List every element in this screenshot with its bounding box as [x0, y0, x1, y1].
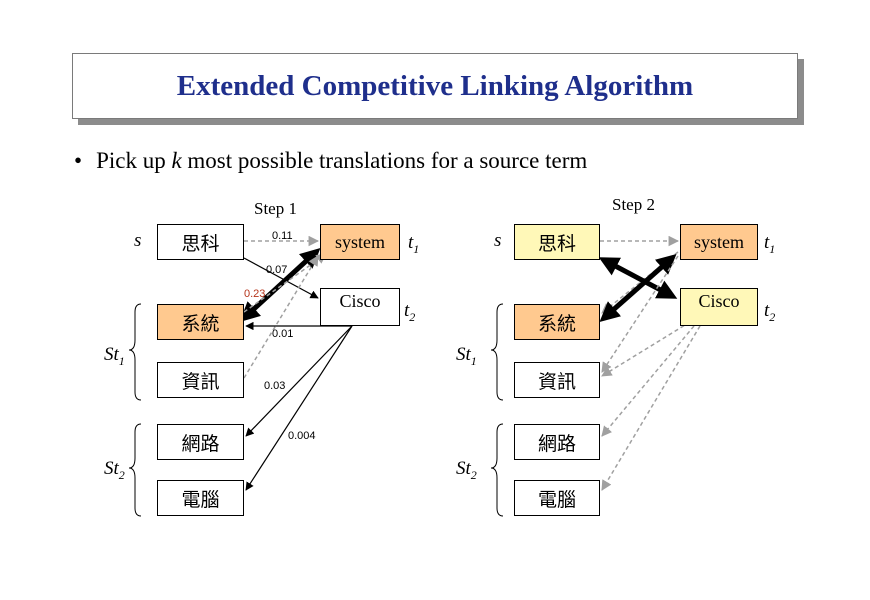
step2-target-cisco: Cisco [680, 288, 758, 326]
step1-target-cisco: Cisco [320, 288, 400, 326]
link-s2-xitong-system-strong [599, 254, 677, 322]
link-s1-zixun-system [243, 255, 319, 379]
weight-diannao-cisco: 0.004 [288, 430, 316, 442]
step1-st2-label: St2 [104, 458, 125, 483]
brace-st2-step2 [490, 423, 504, 517]
step2-st1-label: St1 [456, 344, 477, 369]
link-s2-cisco-diannao [601, 325, 701, 491]
step1-t1-label: t1 [408, 232, 419, 257]
weight-wanglu-cisco: 0.03 [264, 380, 286, 392]
title-box: Extended Competitive Linking Algorithm [72, 53, 798, 119]
step2-t2-sub: 2 [769, 309, 776, 324]
slide-title: Extended Competitive Linking Algorithm [176, 69, 694, 102]
step1-t1-text: t [408, 232, 414, 253]
step1-target-system: system [320, 224, 400, 260]
weight-sike-system: 0.11 [272, 230, 293, 242]
step1-t2-label: t2 [404, 300, 415, 325]
step1-st1-sub: 1 [118, 353, 125, 368]
bullet-k: k [171, 148, 182, 173]
step2-source-zixun: 資訊 [514, 362, 600, 398]
step2-st1-text: St [456, 344, 471, 365]
step2-t1-label: t1 [764, 232, 775, 257]
step2-label: Step 2 [612, 195, 655, 214]
step1-source-sike: 思科 [157, 224, 244, 260]
brace-st1-step1 [128, 303, 142, 401]
bullet-text-after: most possible translations for a source … [181, 148, 588, 173]
weight-xitong-system: 0.07 [266, 264, 288, 276]
step1-st1-label: St1 [104, 344, 125, 369]
step2-source-diannao: 電腦 [514, 480, 600, 516]
step2-source-wanglu: 網路 [514, 424, 600, 460]
weight-sike-cisco: 0.23 [244, 288, 266, 300]
link-s2-cisco-wanglu [601, 325, 695, 437]
link-s1-cisco-wanglu [245, 325, 353, 437]
link-s1-xitong-system-strong [239, 247, 321, 323]
step1-t2-text: t [404, 300, 410, 321]
step1-t1-sub: 1 [413, 241, 420, 256]
weight-xitong-cisco: 0.01 [272, 328, 294, 340]
brace-st2-step1 [128, 423, 142, 517]
step2-st2-label: St2 [456, 458, 477, 483]
step1-source-xitong: 系統 [157, 304, 244, 340]
link-s2-system-zixun [601, 255, 679, 373]
link-s2-cisco-zixun [601, 321, 691, 377]
step2-st1-sub: 1 [470, 353, 477, 368]
step1-s-label: s [134, 230, 142, 251]
step2-t1-sub: 1 [769, 241, 776, 256]
step1-source-zixun: 資訊 [157, 362, 244, 398]
step1-t2-sub: 2 [409, 309, 416, 324]
step1-st2-text: St [104, 458, 119, 479]
step1-source-diannao: 電腦 [157, 480, 244, 516]
step1-source-wanglu: 網路 [157, 424, 244, 460]
step1-st2-sub: 2 [118, 467, 125, 482]
step2-t2-text: t [764, 300, 770, 321]
step2-t2-label: t2 [764, 300, 775, 325]
step2-s-label: s [494, 230, 502, 251]
step2-target-system: system [680, 224, 758, 260]
step2-t1-text: t [764, 232, 770, 253]
step1-label: Step 1 [254, 199, 297, 218]
bullet-marker: • [74, 148, 83, 173]
step2-st2-text: St [456, 458, 471, 479]
bullet-point: • Pick up k most possible translations fo… [74, 148, 587, 174]
step2-source-sike: 思科 [514, 224, 600, 260]
brace-st1-step2 [490, 303, 504, 401]
step1-st1-text: St [104, 344, 119, 365]
link-s1-cisco-diannao [245, 325, 353, 491]
bullet-text-before: Pick up [96, 148, 172, 173]
step2-source-xitong: 系統 [514, 304, 600, 340]
step2-st2-sub: 2 [470, 467, 477, 482]
link-s1-xitong-system-dashed [243, 253, 327, 313]
